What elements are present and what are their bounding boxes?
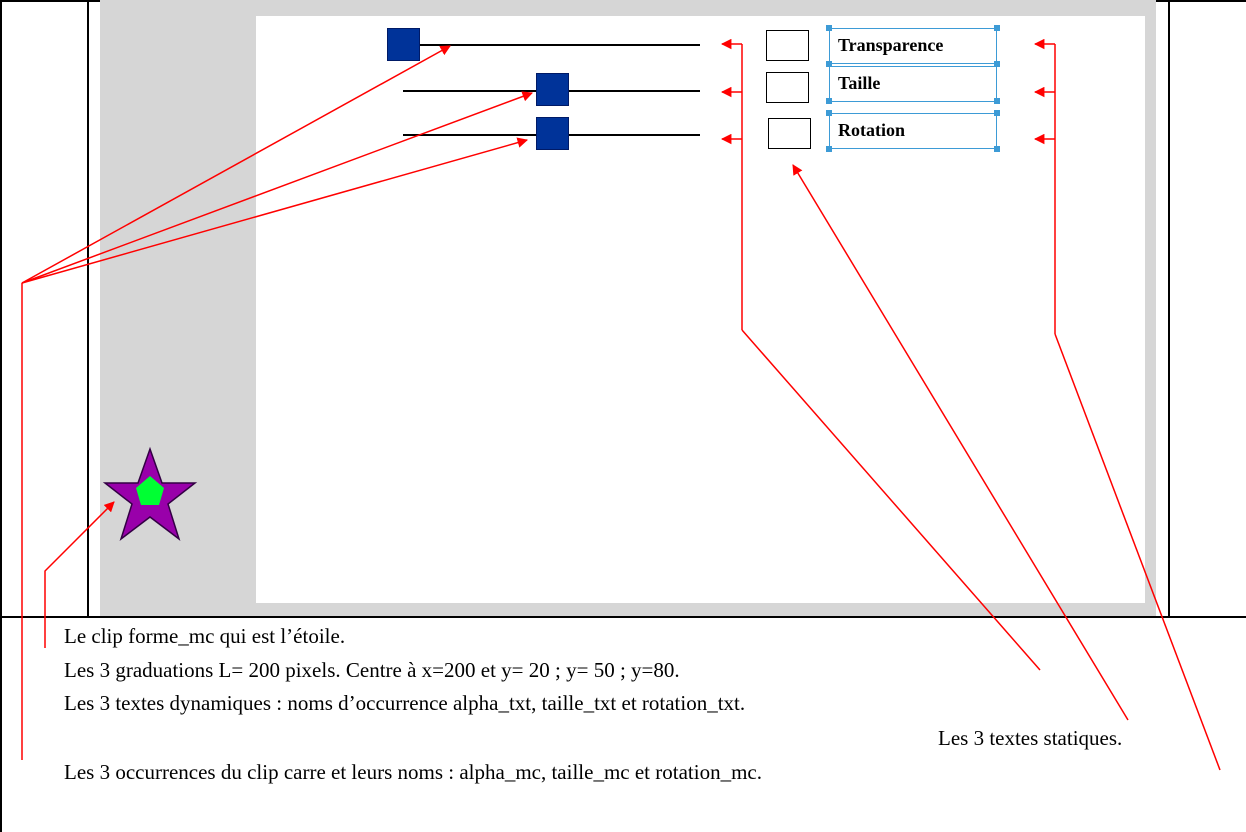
selection-handle (826, 61, 832, 67)
dyn-leader (741, 329, 1041, 671)
selection-handle (994, 61, 1000, 67)
alpha-mc-square[interactable] (387, 28, 420, 61)
static-leader (1054, 333, 1221, 771)
selection-handle (826, 25, 832, 31)
table-border-left (0, 0, 2, 832)
arrow-to-alpha-mc (21, 45, 451, 284)
selection-handle (826, 98, 832, 104)
selection-handle (994, 98, 1000, 104)
caption-dynamic-texts: Les 3 textes dynamiques : noms d’occurre… (64, 691, 746, 715)
arrow-to-taille-mc (21, 91, 533, 284)
static-text-transparence: Transparence (829, 28, 997, 64)
caption-squares: Les 3 occurrences du clip carre et leurs… (64, 760, 762, 784)
arrow-to-star (44, 501, 115, 648)
static-text-rotation: Rotation (829, 113, 997, 149)
taille-mc-square[interactable] (536, 73, 569, 106)
rotation-mc-square[interactable] (536, 117, 569, 150)
selection-handle (826, 146, 832, 152)
selection-handle (994, 146, 1000, 152)
selection-handle (826, 110, 832, 116)
table-divider-1 (87, 0, 89, 616)
caption-static-texts: Les 3 textes statiques. (938, 726, 1123, 750)
arrow-to-dynbox (792, 164, 1129, 721)
slider-track-alpha (420, 44, 700, 46)
alpha-txt-field[interactable] (766, 30, 809, 61)
star-icon[interactable] (102, 446, 198, 542)
table-divider-2 (1168, 0, 1170, 616)
selection-handle (994, 25, 1000, 31)
selection-handle (994, 110, 1000, 116)
caption-graduations: Les 3 graduations L= 200 pixels. Centre … (64, 658, 680, 682)
static-text-taille: Taille (829, 66, 997, 102)
caption-star: Le clip forme_mc qui est l’étoile. (64, 624, 346, 648)
rotation-txt-field[interactable] (768, 118, 811, 149)
taille-txt-field[interactable] (766, 72, 809, 103)
table-row-divider (0, 616, 1246, 618)
arrow-to-rotation-mc (21, 137, 529, 284)
